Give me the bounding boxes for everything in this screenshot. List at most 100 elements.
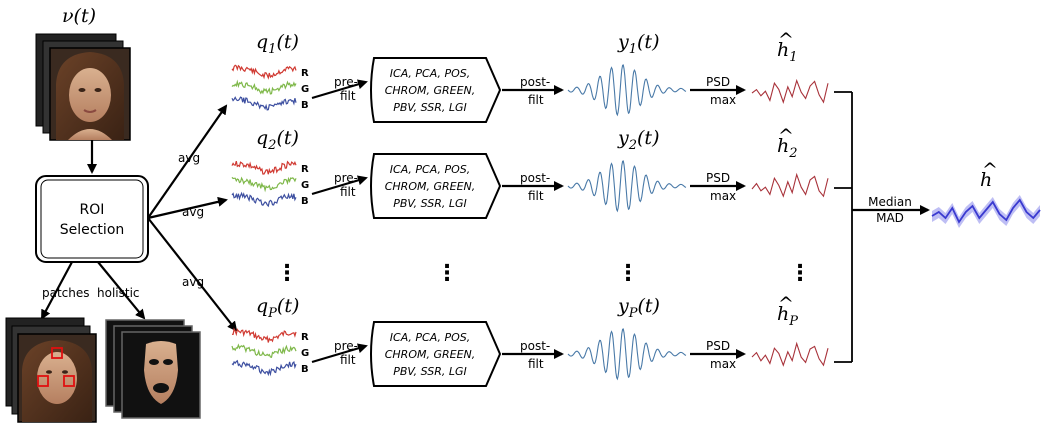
y-label-2: y2(t): [617, 127, 659, 153]
psd-label-1: PSD: [706, 75, 730, 89]
input-video-stack: [35, 33, 131, 141]
h-label-2-hat: ^: [778, 125, 794, 147]
methods-line2: CHROM, GREEN,: [385, 180, 476, 193]
methods-line1: ICA, PCA, POS,: [390, 331, 470, 344]
output-hat: ^: [982, 159, 998, 181]
avg-label-3: avg: [182, 275, 204, 289]
hr-estimate-2: [751, 172, 829, 198]
psd-label-2: max: [710, 357, 736, 371]
trace-B-3: [231, 359, 297, 377]
arrow-roi-to-holistic: [97, 261, 146, 320]
postfilt-label-2: filt: [528, 93, 544, 107]
trace-B-2: [231, 191, 297, 208]
arrow-roi-to-q2: [147, 196, 228, 220]
method-box-3: [370, 321, 502, 387]
avg-label-2: avg: [182, 205, 204, 219]
prefilt-label-2: filt: [340, 89, 356, 103]
postfilt-label-1: post-: [520, 75, 550, 89]
channel-label-G: G: [301, 348, 309, 359]
channel-label-B: B: [301, 196, 309, 207]
trace-G-1: [231, 79, 297, 95]
postfilt-label-2: filt: [528, 357, 544, 371]
output-heart-rate: ^ h: [931, 159, 1041, 228]
bvp-signal-2: [567, 160, 687, 213]
psd-label-1: PSD: [706, 339, 730, 353]
trace-R-1: [231, 64, 297, 80]
h-label-1-hat: ^: [778, 29, 794, 51]
avg-label-1: avg: [178, 151, 200, 165]
bvp-signal-3: [567, 328, 687, 381]
holistic-mask-stack: [105, 319, 201, 419]
q-label-3: qP(t): [256, 295, 299, 321]
postfilt-label-1: post-: [520, 339, 550, 353]
y-label-1: y1(t): [617, 31, 659, 57]
prefilt-label-1: pre-: [334, 75, 358, 89]
psd-label-2: max: [710, 189, 736, 203]
ellipsis-signal: ⋮: [617, 261, 639, 286]
psd-label-2: max: [710, 93, 736, 107]
roi-label-line1: ROI: [80, 202, 105, 218]
channel-label-G: G: [301, 180, 309, 191]
q-label-2: q2(t): [256, 127, 299, 153]
arrow-prefilt-2: [311, 175, 368, 196]
channel-label-G: G: [301, 84, 309, 95]
arrow-prefilt-3: [311, 343, 368, 364]
patches-image-stack: [5, 317, 97, 423]
methods-line3: PBV, SSR, LGI: [393, 197, 467, 210]
channel-label-B: B: [301, 100, 309, 111]
arrow-roi-to-patches: [41, 261, 73, 320]
h-label-3: hP: [777, 303, 798, 329]
roi-label-line2: Selection: [60, 222, 125, 238]
methods-line1: ICA, PCA, POS,: [390, 67, 470, 80]
arrow-roi-to-qp: [147, 217, 238, 332]
bvp-signal-1: [567, 64, 687, 117]
methods-line3: PBV, SSR, LGI: [393, 101, 467, 114]
aggregate-label-line2: MAD: [876, 211, 904, 225]
output-band: [932, 195, 1040, 228]
patch-roi-left-cheek: [37, 375, 49, 387]
trace-G-2: [231, 176, 297, 193]
arrow-roi-to-q1: [147, 104, 228, 219]
face-photo: [56, 52, 124, 140]
methods-line2: CHROM, GREEN,: [385, 84, 476, 97]
channel-label-R: R: [301, 164, 309, 175]
method-box-1: [370, 57, 502, 123]
trace-G-3: [231, 343, 297, 359]
h-label-3-hat: ^: [778, 293, 794, 315]
aggregate-label-line1: Median: [868, 195, 912, 209]
prefilt-label-1: pre-: [334, 339, 358, 353]
method-box-2: [370, 153, 502, 219]
roi-selection-box: ROI Selection: [35, 175, 149, 263]
trace-R-2: [231, 160, 297, 175]
q-label-1: q1(t): [256, 31, 299, 57]
prefilt-label-2: filt: [340, 185, 356, 199]
trace-B-1: [231, 96, 297, 111]
patch-roi-right-cheek: [63, 375, 75, 387]
postfilt-label-2: filt: [528, 189, 544, 203]
branch-patches-label: patches: [42, 286, 90, 300]
h-label-1: h1: [777, 39, 798, 65]
output-line: [931, 198, 1041, 224]
methods-line1: ICA, PCA, POS,: [390, 163, 470, 176]
y-label-3: yP(t): [617, 295, 660, 321]
methods-line2: CHROM, GREEN,: [385, 348, 476, 361]
hr-estimate-3: [751, 341, 829, 367]
methods-line3: PBV, SSR, LGI: [393, 365, 467, 378]
prefilt-label-2: filt: [340, 353, 356, 367]
aggregation-bracket: [834, 91, 930, 363]
branch-holistic-label: holistic: [97, 286, 140, 300]
h-label-2: h2: [777, 135, 798, 161]
trace-R-3: [231, 327, 297, 343]
ellipsis-hr: ⋮: [789, 261, 811, 286]
channel-label-B: B: [301, 364, 309, 375]
channel-label-R: R: [301, 332, 309, 343]
ellipsis-rgb: ⋮: [276, 261, 298, 286]
output-label: h: [980, 169, 992, 191]
postfilt-label-1: post-: [520, 171, 550, 185]
channel-label-R: R: [301, 68, 309, 79]
hr-estimate-1: [751, 78, 829, 104]
